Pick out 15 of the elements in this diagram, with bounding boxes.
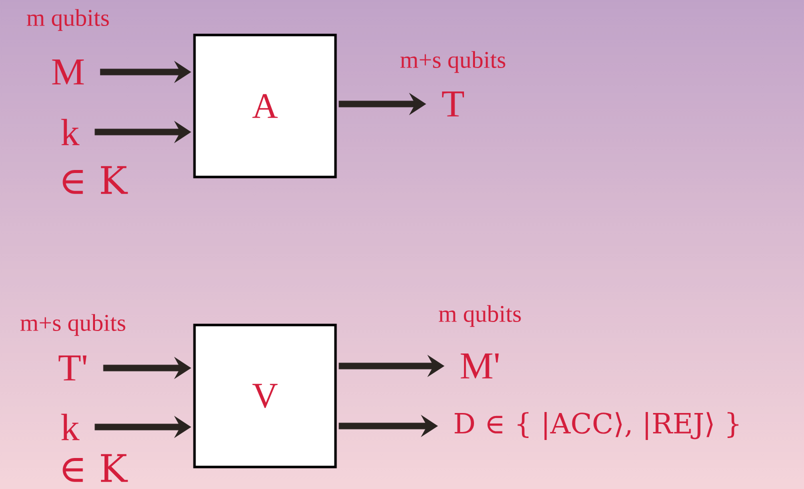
symbol-label: M' bbox=[460, 354, 499, 378]
symbol-label: k bbox=[61, 118, 80, 146]
caption-text: m+s qubits bbox=[400, 51, 506, 73]
set-label: ∈ K bbox=[62, 166, 128, 194]
symbol-label: k bbox=[61, 414, 80, 440]
process-box: V bbox=[193, 324, 337, 468]
process-box: A bbox=[193, 34, 337, 178]
symbol-label: D ∈ { |ACC⟩, |REJ⟩ } bbox=[454, 412, 738, 440]
symbol-label: T bbox=[442, 92, 464, 116]
caption-text: m qubits bbox=[438, 305, 521, 327]
symbol-label: T' bbox=[58, 356, 86, 380]
caption-text: m+s qubits bbox=[20, 314, 126, 336]
symbol-label: M bbox=[52, 60, 84, 84]
caption-text: m qubits bbox=[26, 9, 109, 31]
set-label: ∈ K bbox=[62, 454, 128, 482]
